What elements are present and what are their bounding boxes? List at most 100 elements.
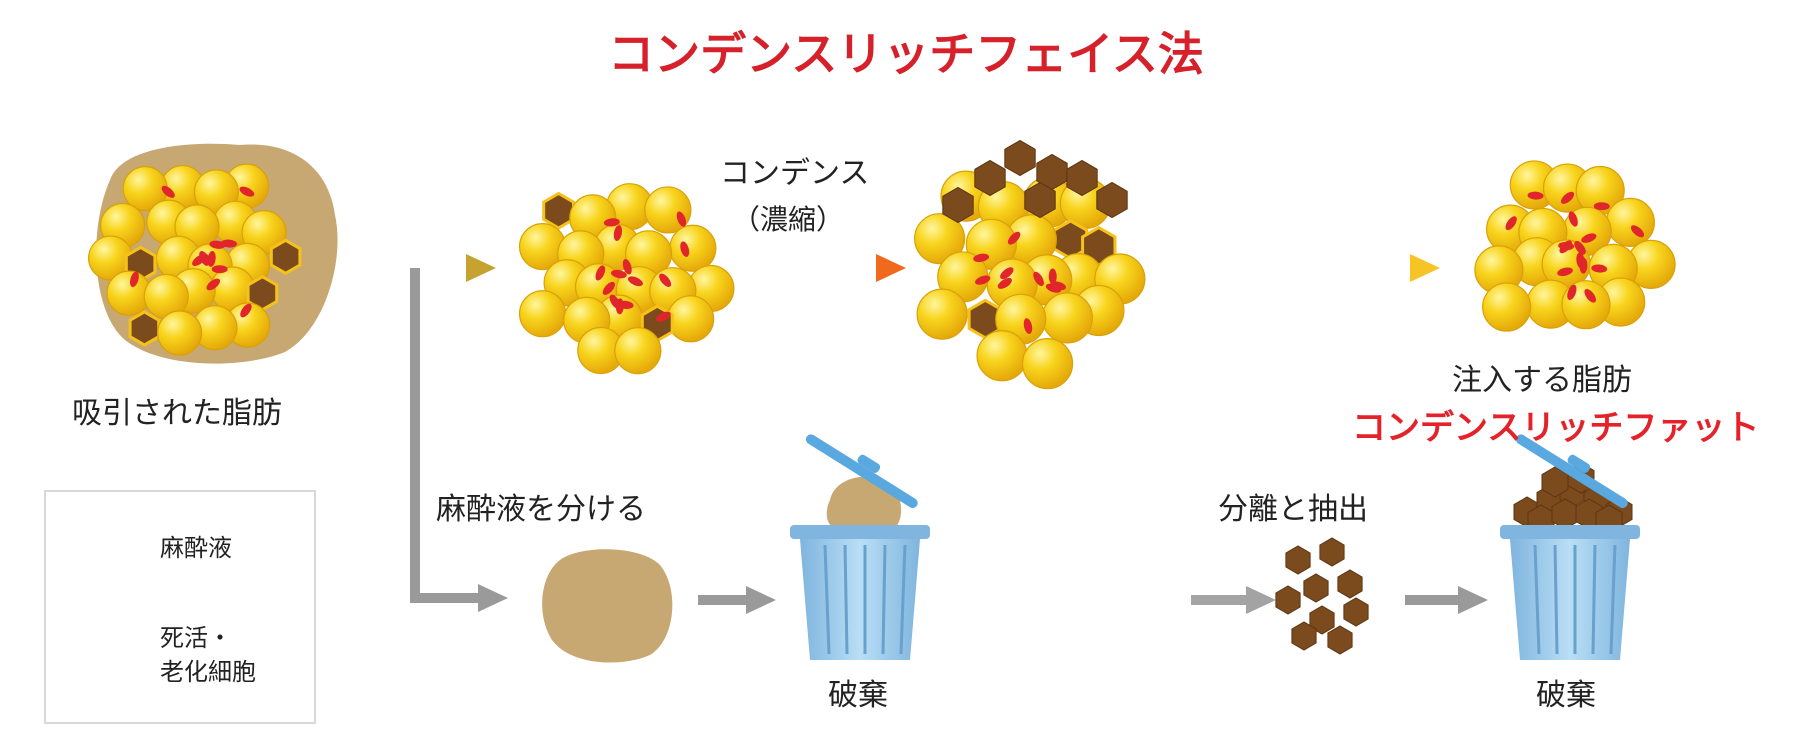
red-cell	[130, 271, 139, 288]
red-cell	[659, 273, 672, 287]
red-cell	[656, 311, 671, 322]
red-cell	[595, 265, 606, 281]
diagram-title: コンデンスリッチフェイス法	[608, 27, 1204, 81]
red-cell	[1593, 202, 1610, 211]
dead-cell	[1309, 605, 1335, 635]
red-cell	[199, 251, 210, 266]
dead-cell	[1327, 625, 1353, 655]
red-cell	[240, 303, 252, 318]
red-cell	[997, 277, 1012, 289]
fat-cell	[518, 290, 567, 338]
dead-cell	[942, 186, 974, 224]
red-cell	[1007, 231, 1021, 245]
red-cell	[1591, 264, 1608, 273]
arrow-to-discard-1	[698, 586, 776, 614]
red-cell	[975, 275, 991, 285]
arrow-to-discard-2	[1405, 586, 1488, 614]
red-cell	[1567, 284, 1577, 300]
fat-cluster-condense-rich	[1474, 160, 1676, 332]
dead-cell	[1319, 537, 1345, 567]
trash-bin-1	[790, 434, 930, 660]
dead-cell	[542, 191, 575, 230]
red-cell	[627, 276, 643, 287]
red-cell	[973, 253, 990, 263]
label-discard-2: 破棄	[1536, 678, 1596, 713]
fat-cell	[914, 213, 966, 265]
dead-cell	[1285, 545, 1311, 575]
red-cell	[1048, 268, 1057, 285]
fat-cell	[916, 288, 968, 340]
dead-cell	[1024, 181, 1056, 219]
red-cell	[617, 300, 634, 309]
red-cell	[1045, 283, 1062, 293]
red-cell	[1574, 240, 1586, 255]
fat-cell	[667, 295, 715, 343]
red-cell	[603, 218, 620, 227]
dead-cell	[1303, 573, 1329, 603]
red-cell	[1505, 216, 1517, 231]
suctioned-fat-cluster	[88, 143, 338, 364]
label-separate-anesthetic: 麻酔液を分ける	[436, 492, 646, 527]
red-cell	[239, 186, 255, 197]
arrow-split-anesthetic	[362, 254, 508, 612]
dead-cell	[1343, 597, 1369, 627]
red-cell	[1527, 191, 1544, 200]
legend-label-anesthetic: 麻酔液	[160, 534, 232, 562]
legend-label-dead-cells-1: 死活・	[160, 624, 232, 652]
fat-cell	[1605, 197, 1656, 248]
red-cell	[1000, 267, 1014, 280]
red-cell	[602, 281, 615, 295]
arrow-output	[1162, 254, 1440, 614]
fat-cluster-condensed	[914, 139, 1146, 390]
dead-cell	[1337, 569, 1363, 599]
fat-cell	[1021, 338, 1074, 390]
red-cell	[1584, 288, 1596, 303]
dead-cell	[1096, 181, 1128, 219]
label-condense-paren: （濃縮）	[732, 203, 845, 236]
dead-cell	[269, 238, 302, 276]
label-condense: コンデンス	[720, 156, 870, 191]
red-cell	[622, 259, 632, 275]
red-cell	[1023, 318, 1033, 334]
label-discard-1: 破棄	[828, 678, 888, 713]
dead-cell-pile	[1275, 537, 1369, 655]
legend-label-dead-cells-2: 老化細胞	[160, 658, 256, 686]
dead-cell	[1004, 139, 1036, 177]
red-cell	[161, 185, 175, 198]
red-cell	[610, 269, 627, 279]
dead-cell	[1291, 621, 1317, 651]
trash-bin-2	[1500, 434, 1640, 660]
red-cell	[1557, 267, 1573, 277]
label-condense-rich-fat: コンデンスリッチファット	[1352, 408, 1760, 448]
red-cell	[1568, 211, 1578, 227]
red-cell	[206, 278, 221, 291]
label-suctioned-fat: 吸引された脂肪	[72, 396, 282, 431]
red-cell	[613, 225, 623, 241]
red-cell	[1630, 225, 1645, 238]
fat-cell	[614, 327, 662, 375]
dead-cell	[1275, 585, 1301, 615]
fat-cell	[1041, 292, 1094, 344]
red-cell	[609, 294, 621, 309]
red-cell	[1558, 241, 1575, 251]
fat-cell	[1561, 280, 1611, 330]
dead-cell	[1066, 159, 1098, 197]
red-cell	[1579, 257, 1588, 274]
red-cell	[680, 241, 690, 257]
red-cell	[1581, 233, 1597, 243]
arrow-condense	[748, 254, 906, 282]
fat-cell	[976, 330, 1028, 382]
red-cell	[676, 211, 687, 227]
red-cell	[211, 265, 228, 274]
label-injected-fat: 注入する脂肪	[1452, 363, 1632, 398]
fat-cell	[669, 224, 717, 272]
fat-cell	[1482, 282, 1532, 332]
red-cell	[209, 240, 226, 249]
fat-cell	[156, 310, 203, 356]
fat-cell-group	[88, 163, 302, 356]
anesthetic-blob	[542, 549, 673, 663]
dead-cell	[128, 310, 161, 347]
dead-cell	[974, 159, 1006, 197]
red-cell	[1033, 271, 1044, 287]
